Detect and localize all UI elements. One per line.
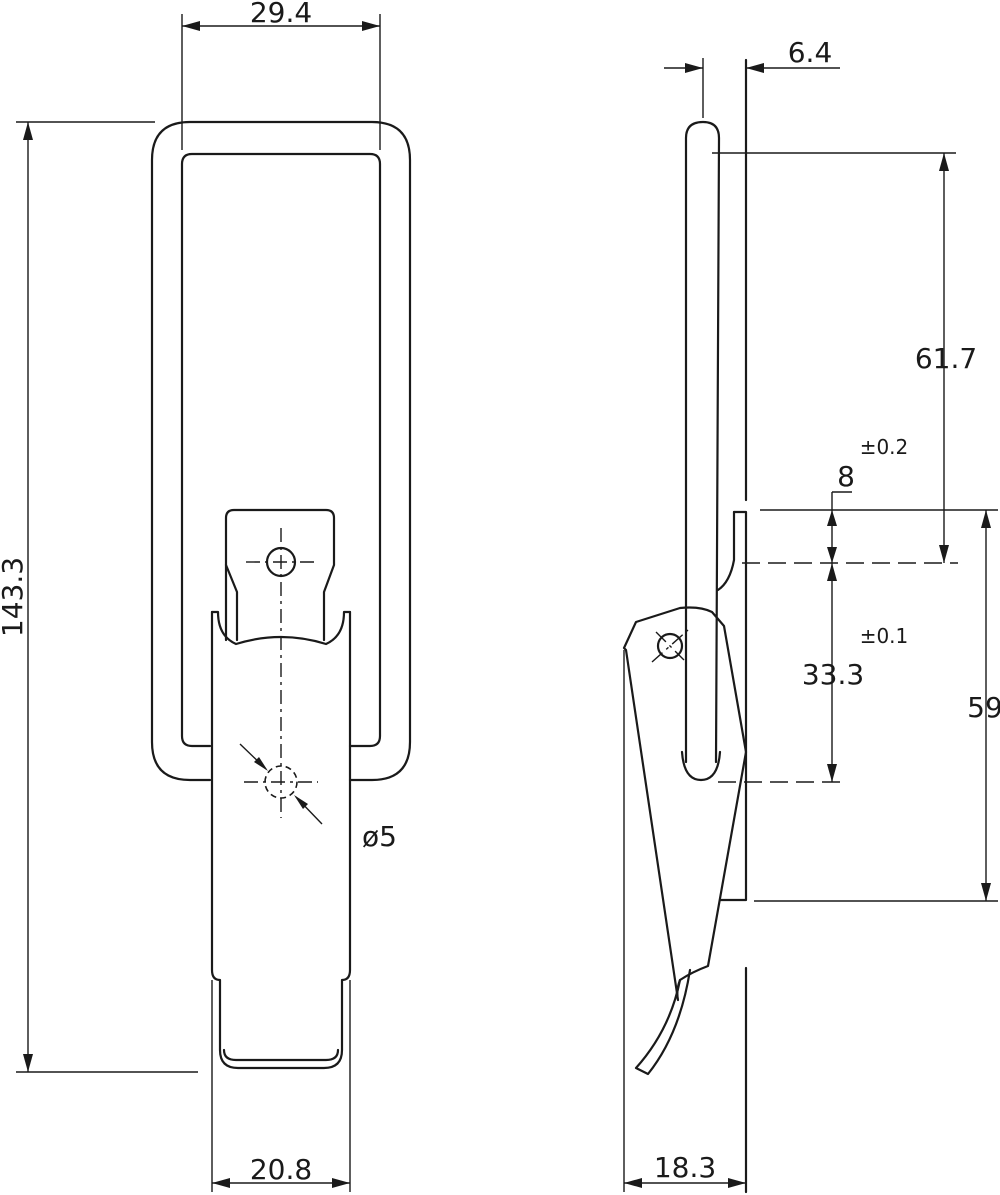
- bail-loop-inner: [180, 152, 382, 748]
- dim-depth: 18.3: [654, 1151, 716, 1184]
- dim-hole-spacing-tolerance: ±0.1: [860, 624, 909, 648]
- dim-top-width: 29.4: [250, 0, 312, 29]
- dim-tab-height: 8: [837, 460, 855, 493]
- bail-side: [684, 120, 721, 764]
- side-dimensions: 6.4 61.7 8 ±0.2 33.3 ±0.1 59 18.: [623, 36, 1000, 1192]
- base-plate-bend: [716, 510, 736, 592]
- dim-hole-diameter: ø5: [362, 820, 397, 853]
- lever-handle: [634, 968, 692, 1076]
- bail-bottom-hook: [680, 750, 722, 782]
- front-dimensions: 29.4 143.3 ø5 20.8: [0, 0, 397, 1192]
- dim-base-height: 59: [967, 691, 1000, 724]
- front-view: [150, 120, 412, 1070]
- dim-upper-length: 61.7: [915, 342, 977, 375]
- lever-body: [210, 610, 352, 1070]
- lever-lip-inner: [222, 1048, 340, 1062]
- dim-hole-spacing: 33.3: [802, 658, 864, 691]
- base-plate: [718, 510, 748, 902]
- hinge-plate: [224, 508, 336, 642]
- dim-tab-tolerance: ±0.2: [860, 435, 909, 459]
- dim-bottom-width: 20.8: [250, 1153, 312, 1186]
- bail-loop-outer: [150, 120, 412, 782]
- dim-thickness: 6.4: [788, 36, 833, 69]
- dim-front-height: 143.3: [0, 557, 29, 637]
- hinge-plate-edge: [224, 563, 239, 642]
- pivot-hole: [656, 632, 684, 660]
- side-view: [622, 58, 748, 1194]
